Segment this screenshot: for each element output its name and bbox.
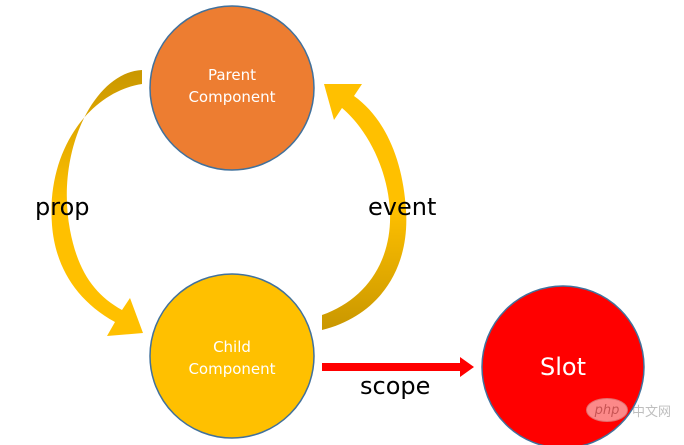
watermark: php 中文网: [586, 398, 671, 422]
parent-component-label: Parent Component: [152, 64, 312, 108]
watermark-text: 中文网: [632, 404, 672, 420]
child-label-line1: Child: [213, 338, 251, 356]
scope-arrow-shaft: [322, 363, 462, 371]
child-label-line2: Component: [188, 360, 276, 378]
parent-label-line2: Component: [188, 88, 276, 106]
prop-edge-label: prop: [35, 193, 90, 221]
event-edge-label: event: [368, 193, 437, 221]
prop-arrow: [51, 70, 144, 336]
slot-label: Slot: [540, 353, 586, 381]
child-component-label: Child Component: [152, 336, 312, 380]
scope-edge-label: scope: [360, 372, 431, 400]
parent-label-line1: Parent: [207, 66, 257, 84]
event-arrow: [322, 84, 407, 330]
parent-component-node: [149, 5, 315, 171]
php-logo-icon: php: [586, 398, 628, 422]
scope-arrowhead: [460, 357, 474, 377]
child-component-node: [149, 273, 315, 439]
